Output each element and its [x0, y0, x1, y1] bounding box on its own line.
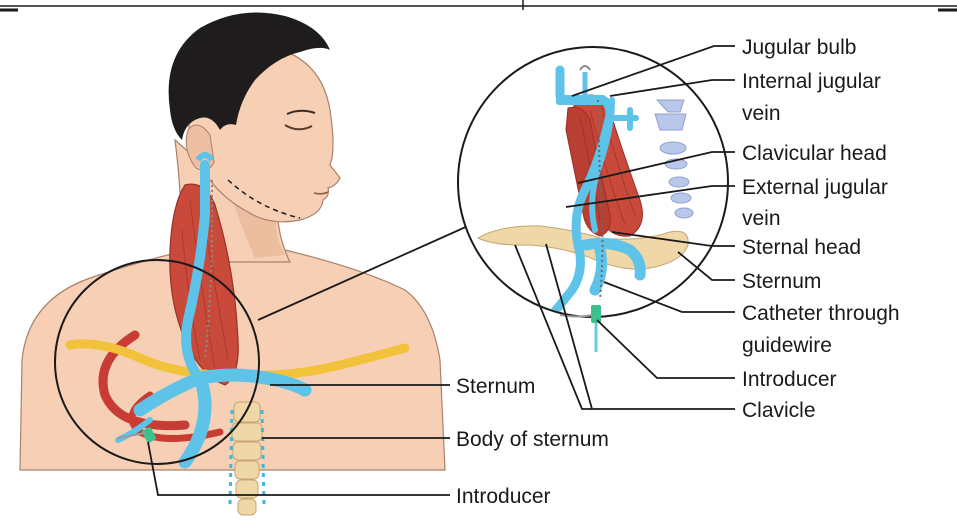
- lead-introducer-right: [597, 320, 735, 378]
- introducer-right-device: [591, 305, 601, 323]
- label-introducer-right: Introducer: [742, 368, 837, 391]
- label-catheter-line2: guidewire: [742, 334, 832, 357]
- label-clavicle: Clavicle: [742, 399, 816, 422]
- label-external-jugular-line2: vein: [742, 207, 781, 230]
- label-jugular-bulb: Jugular bulb: [742, 36, 856, 59]
- label-sternal-head: Sternal head: [742, 236, 861, 259]
- label-introducer-left: Introducer: [456, 485, 551, 508]
- label-body-of-sternum: Body of sternum: [456, 428, 609, 451]
- label-internal-jugular-line1: Internal jugular: [742, 70, 881, 93]
- label-internal-jugular-line2: vein: [742, 102, 781, 125]
- label-external-jugular-line1: External jugular: [742, 176, 888, 199]
- label-clavicular-head: Clavicular head: [742, 142, 887, 165]
- label-catheter-line1: Catheter through: [742, 302, 900, 325]
- label-sternum-left: Sternum: [456, 375, 535, 398]
- label-sternum-right: Sternum: [742, 270, 821, 293]
- body-of-sternum-shape: [230, 402, 264, 515]
